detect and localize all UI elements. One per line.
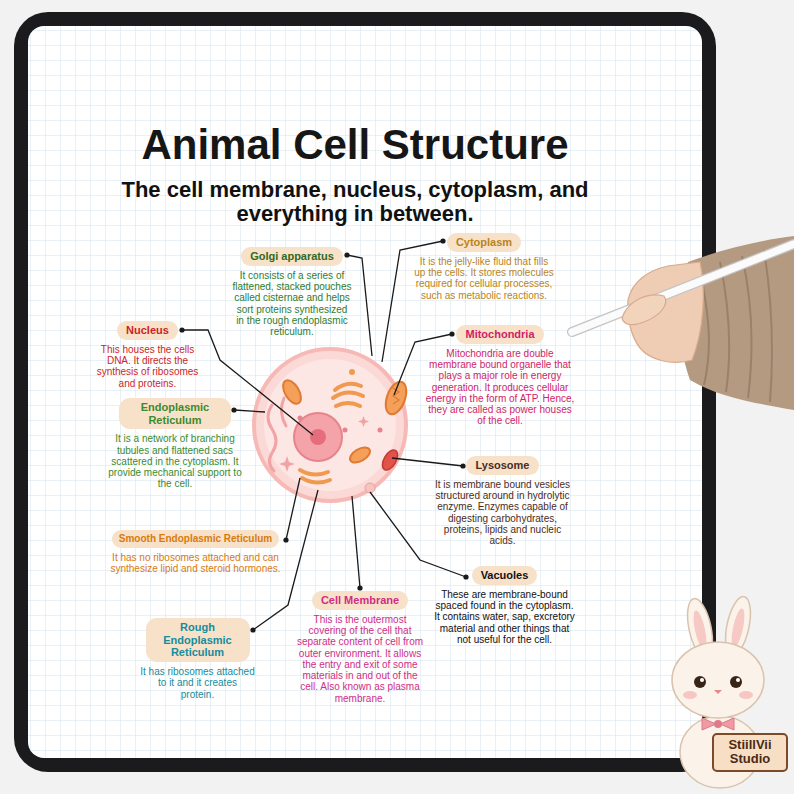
- bunny-mascot-part: [694, 676, 706, 688]
- leader-lines-part: [347, 255, 372, 356]
- organelle-label: Cell MembraneThis is the outermost cover…: [295, 590, 425, 704]
- organelle-description: This is the outermost covering of the ce…: [295, 614, 425, 704]
- cell-illustration-part: [310, 429, 326, 445]
- leader-lines-part: [286, 478, 300, 540]
- cell-illustration: [254, 349, 410, 501]
- tablet-part: [28, 26, 702, 758]
- organelle-heading: Mitochondria: [456, 325, 543, 344]
- organelle-label: Rough Endoplasmic Reticulum It has riboso…: [140, 618, 255, 700]
- cell-illustration-part: [382, 379, 411, 417]
- cell-illustration-part: [349, 369, 355, 375]
- organelle-description: It consists of a series of flattened, st…: [232, 270, 352, 338]
- leader-dots-part: [231, 407, 236, 412]
- organelle-heading: Smooth Endoplasmic Reticulum: [112, 530, 279, 548]
- cell-illustration-part: [333, 392, 363, 398]
- bunny-mascot-part: [739, 691, 753, 699]
- cell-illustration-part: [294, 413, 342, 461]
- organelle-heading: Cell Membrane: [312, 591, 408, 610]
- cell-illustration-part: [279, 456, 295, 472]
- organelle-description: This houses the cells DNA. It directs th…: [90, 344, 205, 389]
- leader-dots-part: [449, 331, 454, 336]
- cell-illustration-part: [378, 428, 383, 433]
- organelle-heading: Endoplasmic Reticulum: [119, 398, 231, 429]
- organelle-label: Lysosome It is membrane bound vesicles st…: [430, 455, 575, 546]
- organelle-heading: Vacuoles: [472, 566, 538, 585]
- organelle-description: These are membrane-bound spaced found in…: [432, 589, 577, 645]
- cell-illustration-part: [300, 470, 328, 475]
- cell-illustration-part: [302, 478, 330, 483]
- bunny-mascot-part: [714, 690, 722, 694]
- cell-illustration-part: [254, 349, 406, 501]
- cell-illustration-part: [335, 384, 361, 390]
- cell-illustration-part: [264, 359, 396, 491]
- organelle-description: It is a network of branching tubules and…: [100, 433, 250, 489]
- studio-sign: StiillVii Studio: [712, 733, 788, 772]
- leader-dots-part: [460, 463, 465, 468]
- cell-illustration-part: [365, 483, 375, 493]
- cell-illustration-part: [347, 444, 372, 465]
- organelle-label: Golgi apparatus It consists of a series o…: [232, 246, 352, 337]
- tablet-part: [14, 12, 716, 772]
- organelle-heading: Rough Endoplasmic Reticulum: [146, 618, 250, 662]
- leader-lines-part: [392, 458, 463, 466]
- organelle-description: Mitochondria are double membrane bound o…: [425, 348, 575, 427]
- organelle-description: It has ribosomes attached to it and it c…: [140, 666, 255, 700]
- leader-dots-part: [250, 627, 255, 632]
- organelle-label: NucleusThis houses the cells DNA. It dir…: [90, 320, 205, 389]
- organelle-heading: Cytoplasm: [447, 233, 521, 252]
- bunny-mascot-part: [714, 720, 722, 728]
- leader-dots-part: [283, 537, 288, 542]
- cell-illustration-part: [336, 403, 360, 406]
- leader-dots-part: [179, 327, 184, 332]
- organelle-label: Smooth Endoplasmic Reticulum It has no ri…: [108, 528, 283, 574]
- cell-illustration-part: [298, 416, 303, 421]
- hand-with-stylus: [572, 236, 794, 410]
- organelle-heading: Golgi apparatus: [241, 247, 343, 266]
- tablet-part: [28, 26, 702, 758]
- leader-dots-part: [440, 238, 445, 243]
- title-text: Animal Cell Structure: [40, 122, 670, 168]
- hand-with-stylus-part: [572, 244, 794, 332]
- tablet: [14, 12, 716, 772]
- studio-name: StiillVii Studio: [717, 738, 783, 767]
- bunny-mascot-part: [672, 642, 764, 718]
- organelle-description: It is membrane bound vesicles structured…: [430, 479, 575, 547]
- organelle-label: Cytoplasm It is the jelly-like fluid that…: [414, 232, 554, 301]
- organelle-label: Endoplasmic Reticulum It is a network of …: [100, 398, 250, 490]
- bunny-mascot-part: [729, 607, 747, 648]
- hand-with-stylus-part: [622, 295, 666, 325]
- leader-lines-part: [234, 410, 265, 412]
- cell-illustration-part: [358, 416, 369, 427]
- leader-lines-part: [352, 496, 360, 588]
- hand-with-stylus-part: [572, 244, 794, 332]
- leader-dots-part: [344, 252, 349, 257]
- bunny-mascot-part: [683, 691, 697, 699]
- leader-dots-part: [463, 574, 468, 579]
- organelle-description: It has no ribosomes attached and can syn…: [108, 552, 283, 575]
- subtitle-text: The cell membrane, nucleus, cytoplasm, a…: [75, 178, 635, 226]
- organelle-heading: Lysosome: [466, 456, 538, 475]
- bunny-mascot-part: [702, 718, 734, 730]
- organelle-label: VacuolesThese are membrane-bound spaced …: [432, 565, 577, 645]
- organelle-label: MitochondriaMitochondria are double memb…: [425, 324, 575, 427]
- bunny-mascot-part: [700, 678, 704, 682]
- cell-illustration-part: [279, 377, 304, 407]
- leader-dots-part: [357, 585, 362, 590]
- cell-illustration-part: [343, 428, 348, 433]
- cell-illustration-part: [379, 447, 400, 472]
- cell-illustration-part: [268, 405, 276, 471]
- organelle-description: It is the jelly-like fluid that fills up…: [414, 256, 554, 301]
- organelle-heading: Nucleus: [117, 321, 178, 340]
- bunny-mascot-part: [736, 678, 740, 682]
- bunny-mascot-part: [730, 676, 742, 688]
